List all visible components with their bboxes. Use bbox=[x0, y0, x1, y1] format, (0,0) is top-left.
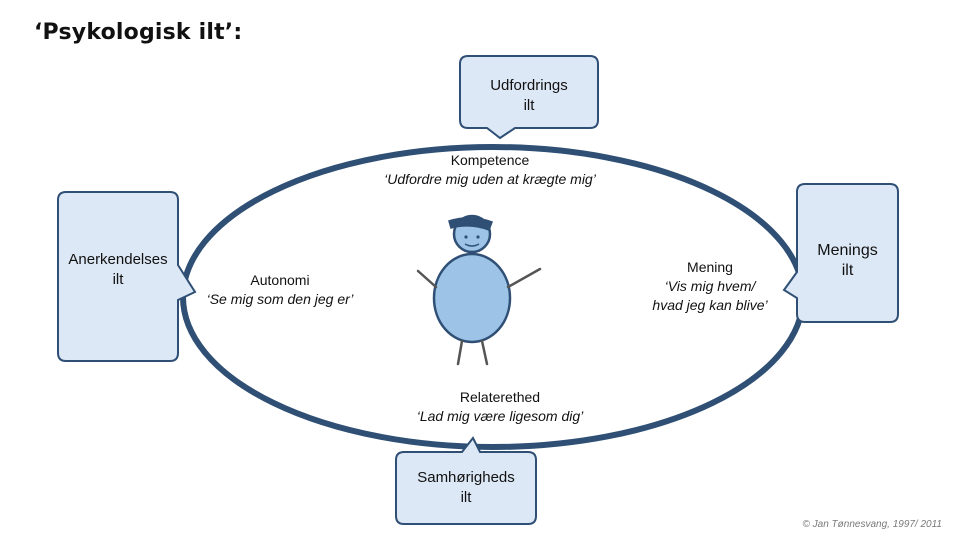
figure-cap bbox=[448, 217, 493, 231]
need-left: Autonomi ‘Se mig som den jeg er’ bbox=[190, 271, 370, 309]
bubble-right-text: Menings ilt bbox=[797, 241, 898, 281]
need-top: Kompetence ‘Udfordre mig uden at krægte … bbox=[340, 151, 640, 189]
bubble-bottom-text: Samhørigheds ilt bbox=[396, 468, 536, 508]
figure-left-arm bbox=[416, 269, 438, 289]
need-bottom: Relaterethed ‘Lad mig være ligesom dig’ bbox=[370, 388, 630, 426]
page-title: ‘Psykologisk ilt’: bbox=[34, 20, 243, 45]
figure-right-arm bbox=[506, 267, 542, 289]
need-bottom-quote: ‘Lad mig være ligesom dig’ bbox=[416, 408, 584, 424]
bubble-top-shape bbox=[459, 55, 599, 140]
bubble-right-shape bbox=[782, 183, 899, 323]
bubble-top-label: Udfordrings ilt bbox=[490, 77, 568, 114]
bubble-left-label: Anerkendelses ilt bbox=[68, 251, 168, 288]
copyright-notice: © Jan Tønnesvang, 1997/ 2011 bbox=[802, 519, 943, 530]
bubble-right-label: Menings ilt bbox=[817, 242, 878, 279]
need-right-label: Mening bbox=[687, 259, 733, 275]
need-right-quote: ‘Vis mig hvem/ hvad jeg kan blive’ bbox=[652, 278, 768, 313]
need-top-quote: ‘Udfordre mig uden at krægte mig’ bbox=[384, 171, 596, 187]
bubble-bottom-label: Samhørigheds ilt bbox=[417, 469, 515, 506]
need-left-quote: ‘Se mig som den jeg er’ bbox=[206, 291, 354, 307]
bubble-left-shape bbox=[57, 191, 197, 362]
figure-right-leg bbox=[480, 339, 489, 366]
figure-body bbox=[432, 252, 512, 344]
bubble-top-text: Udfordrings ilt bbox=[460, 76, 598, 116]
need-bottom-label: Relaterethed bbox=[459, 389, 541, 405]
need-top-label: Kompetence bbox=[450, 152, 530, 168]
need-left-label: Autonomi bbox=[250, 272, 310, 288]
need-right: Mening ‘Vis mig hvem/ hvad jeg kan blive… bbox=[630, 258, 790, 315]
bubble-bottom-shape bbox=[395, 436, 537, 525]
figure-left-leg bbox=[456, 339, 464, 366]
bubble-left-text: Anerkendelses ilt bbox=[58, 250, 178, 290]
person-figure bbox=[416, 214, 542, 366]
